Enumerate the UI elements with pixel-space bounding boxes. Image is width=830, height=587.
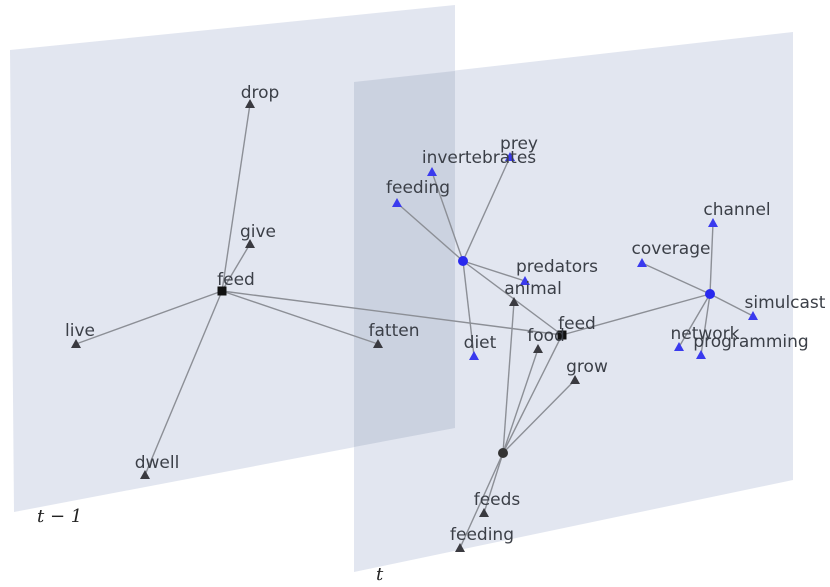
plane-label-t-minus-1: t − 1 — [37, 506, 82, 527]
node-m_coverage — [637, 258, 647, 267]
edge-l_feed-l_give — [221, 243, 251, 292]
node-label-d_feeds: feeds — [474, 490, 521, 510]
node-m_network — [674, 342, 684, 351]
node-d_hub — [498, 448, 508, 458]
node-label-l_drop: drop — [241, 83, 280, 103]
edge-b_hub-b_diet — [462, 260, 475, 357]
edge-l_feed-l_live — [75, 290, 223, 345]
node-r_animal — [509, 297, 519, 306]
plane-overlap — [354, 71, 455, 447]
plane-t-minus-1 — [10, 5, 455, 512]
edge-r_feed-m_hub — [561, 293, 711, 336]
edge-d_hub-r_grow — [502, 379, 576, 454]
node-b_prey — [505, 152, 515, 161]
node-label-m_coverage: coverage — [632, 239, 711, 259]
edge-d_hub-r_animal — [502, 301, 515, 454]
node-label-l_live: live — [65, 321, 95, 341]
edge-m_hub-m_coverage — [641, 262, 711, 295]
edge-l_feed-r_feed — [221, 290, 563, 336]
edge-b_hub-b_prey — [462, 156, 511, 262]
edge-b_hub-b_invert — [431, 171, 464, 262]
node-l_give — [245, 239, 255, 248]
node-label-m_programming: programming — [693, 332, 808, 352]
node-label-r_feed: feed — [558, 314, 596, 334]
node-b_predators — [520, 276, 530, 285]
node-r_grow — [570, 375, 580, 384]
node-d_feeds — [479, 508, 489, 517]
node-r_food — [533, 344, 543, 353]
node-l_dwell — [140, 470, 150, 479]
node-label-b_feeding: feeding — [386, 178, 450, 198]
node-label-b_invert: invertebrates — [422, 148, 536, 168]
edge-layer — [75, 103, 754, 549]
edge-m_hub-m_network — [678, 293, 711, 348]
node-label-l_dwell: dwell — [135, 453, 180, 473]
label-layer: drop give feed live fatten dwell preyinvertebr… — [65, 83, 826, 545]
node-label-b_prey: prey — [500, 134, 538, 154]
node-label-b_predators: predators — [516, 257, 598, 277]
node-m_hub — [705, 289, 715, 299]
node-label-r_animal: animal — [504, 279, 562, 299]
node-m_programming — [696, 350, 706, 359]
node-label-l_give: give — [240, 222, 276, 242]
node-label-m_simulcast: simulcast — [745, 293, 826, 313]
node-b_invert — [427, 167, 437, 176]
edge-b_hub-b_predators — [462, 260, 526, 282]
node-r_feed — [557, 330, 567, 340]
node-label-r_food: food — [527, 326, 565, 346]
node-l_fatten — [373, 339, 383, 348]
plane-t — [354, 32, 793, 572]
node-l_feed — [217, 286, 227, 296]
edge-l_feed-l_drop — [221, 103, 251, 292]
edge-l_feed-l_fatten — [221, 290, 379, 345]
node-l_live — [71, 339, 81, 348]
node-b_hub — [458, 256, 468, 266]
edge-m_hub-m_programming — [700, 293, 711, 356]
node-label-d_feeding: feeding — [450, 525, 514, 545]
node-l_drop — [245, 99, 255, 108]
edge-r_feed-d_hub — [502, 334, 563, 454]
edge-l_feed-l_dwell — [144, 290, 223, 476]
node-layer — [71, 99, 758, 552]
node-label-l_feed: feed — [217, 270, 255, 290]
plane-label-t: t — [376, 564, 384, 585]
edge-d_hub-d_feeds — [483, 452, 504, 514]
edge-d_hub-d_feeding — [459, 452, 504, 549]
edge-d_hub-r_food — [502, 348, 539, 454]
node-b_feeding — [392, 198, 402, 207]
node-label-m_channel: channel — [703, 200, 770, 220]
node-m_channel — [708, 218, 718, 227]
edge-m_hub-m_simulcast — [709, 293, 754, 317]
edge-m_hub-m_channel — [709, 222, 714, 295]
node-label-r_grow: grow — [566, 357, 608, 377]
edge-b_hub-r_feed — [462, 260, 563, 336]
node-label-m_network: network — [670, 324, 739, 344]
node-d_feeding — [455, 543, 465, 552]
node-label-b_diet: diet — [464, 333, 497, 353]
edge-b_hub-b_feeding — [396, 202, 464, 262]
node-b_diet — [469, 351, 479, 360]
node-m_simulcast — [748, 311, 758, 320]
node-label-l_fatten: fatten — [369, 321, 420, 341]
